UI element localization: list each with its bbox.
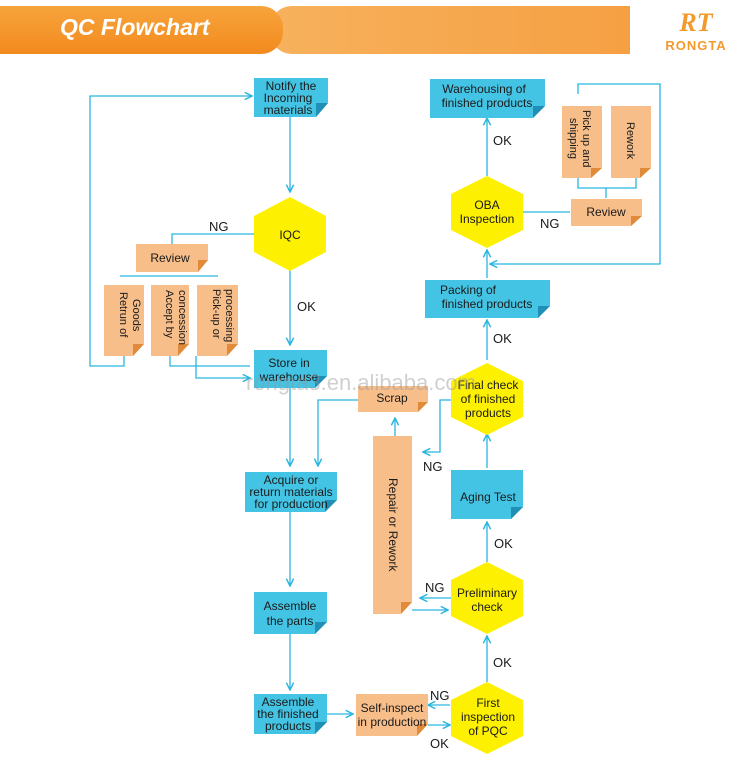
final-check-line-3: products xyxy=(465,406,511,420)
notify-line-2: Incoming xyxy=(264,91,313,105)
iqc-label: IQC xyxy=(279,228,301,242)
accept-line-2: concession xyxy=(176,290,188,345)
preliminary-ng-label: NG xyxy=(425,580,445,595)
store-line-1: Store in xyxy=(268,356,309,370)
edge-final-ng xyxy=(423,399,452,452)
edge-accept-store xyxy=(169,356,250,367)
scrap-label: Scrap xyxy=(376,391,408,405)
header-banner-extension xyxy=(270,6,630,54)
notify-line-3: materials xyxy=(264,103,313,117)
self-inspect-line-2: in production xyxy=(358,715,427,729)
node-return-goods: Retrun of Goods xyxy=(104,285,144,356)
warehousing-line-2: finished products xyxy=(442,96,533,110)
packing-line-1: Packing of xyxy=(440,283,497,297)
notify-line-1: Notify the xyxy=(266,79,317,93)
node-warehousing: Warehousing of finished products xyxy=(430,79,545,118)
edge-pickup-store xyxy=(195,356,250,378)
first-inspection-line-2: inspection xyxy=(461,710,515,724)
node-scrap: Scrap xyxy=(358,386,428,412)
node-oba: OBA Inspection xyxy=(451,176,523,248)
pickup-left-line-1: Pick-up or xyxy=(210,289,222,339)
node-packing: Packing of finished products xyxy=(425,280,550,318)
final-check-line-1: Final check xyxy=(458,378,520,392)
oba-ng-label: NG xyxy=(540,216,560,231)
node-rework: Rework xyxy=(611,106,651,178)
page-title: QC Flowchart xyxy=(60,14,210,40)
node-preliminary: Preliminary check xyxy=(451,562,523,634)
node-first-inspection: First inspection of PQC xyxy=(451,682,523,754)
acquire-line-2: return materials xyxy=(249,485,332,499)
edge-return-loop xyxy=(89,96,252,367)
assemble-finished-line-2: the finished xyxy=(257,707,318,721)
node-review-right: Review xyxy=(571,199,642,226)
final-check-line-2: of finished xyxy=(461,392,516,406)
first-inspection-line-1: First xyxy=(476,696,500,710)
header-banner xyxy=(0,6,283,54)
first-ng-label: NG xyxy=(430,688,450,703)
logo-mark: RT xyxy=(679,8,713,37)
packing-ok-label: OK xyxy=(493,331,512,346)
review-left-label: Review xyxy=(150,251,190,265)
warehousing-line-1: Warehousing of xyxy=(442,82,526,96)
node-iqc: IQC xyxy=(254,197,326,271)
assemble-parts-line-2: the parts xyxy=(267,614,314,628)
aging-label: Aging Test xyxy=(460,490,516,504)
node-notify: Notify the Incoming materials xyxy=(254,78,328,117)
edge-scrap-acquire xyxy=(318,399,358,466)
self-inspect-line-1: Self-inspect xyxy=(361,701,424,715)
preliminary-line-1: Preliminary xyxy=(457,586,517,600)
edge-top-loop xyxy=(490,83,661,264)
node-acquire: Acquire or return materials for producti… xyxy=(245,472,337,512)
edge-review-rework xyxy=(605,178,637,198)
repair-label: Repair or Rework xyxy=(386,478,400,572)
first-inspection-line-3: of PQC xyxy=(468,724,508,738)
node-accept: Accept by concession xyxy=(151,285,189,356)
review-right-label: Review xyxy=(586,205,626,219)
oba-ok-label: OK xyxy=(493,133,512,148)
logo-name: RONGTA xyxy=(665,38,727,53)
return-goods-line-1: Retrun of xyxy=(117,292,129,338)
assemble-parts-line-1: Assemble xyxy=(264,599,317,613)
node-self-inspect: Self-inspect in production xyxy=(356,694,428,736)
packing-line-2: finished products xyxy=(442,297,533,311)
pickup-left-line-2: processing xyxy=(223,289,235,342)
node-repair: Repair or Rework xyxy=(373,436,412,614)
oba-line-2: Inspection xyxy=(460,212,515,226)
preliminary-ok-label: OK xyxy=(494,536,513,551)
first-ok-up-label: OK xyxy=(493,655,512,670)
rongta-logo: RT RONGTA xyxy=(650,8,742,58)
final-ng-label: NG xyxy=(423,459,443,474)
store-line-2: warehouse xyxy=(259,370,319,384)
assemble-finished-line-1: Assemble xyxy=(262,695,315,709)
node-assemble-parts: Assemble the parts xyxy=(254,592,327,634)
return-goods-line-2: Goods xyxy=(130,299,142,332)
oba-line-1: OBA xyxy=(474,198,499,212)
edge-iqc-review xyxy=(171,233,254,244)
acquire-line-1: Acquire or xyxy=(264,473,319,487)
accept-line-1: Accept by xyxy=(163,290,175,339)
node-pickup-left: Pick-up or processing xyxy=(197,285,238,356)
node-pickup-right: Pick up and shipping xyxy=(562,106,602,178)
node-assemble-finished: Assemble the finished products xyxy=(254,694,327,734)
edge-review-pickup xyxy=(577,178,606,189)
node-aging: Aging Test xyxy=(451,470,523,519)
iqc-ng-label: NG xyxy=(209,219,229,234)
preliminary-line-2: check xyxy=(471,600,503,614)
pickup-right-line-1: Pick up and xyxy=(580,110,592,167)
assemble-finished-line-3: products xyxy=(265,719,311,733)
pickup-right-line-2: shipping xyxy=(567,118,579,159)
node-review-left: Review xyxy=(136,244,208,272)
first-ok-label: OK xyxy=(430,736,449,751)
iqc-ok-label: OK xyxy=(297,299,316,314)
rework-label: Rework xyxy=(624,122,636,160)
acquire-line-3: for production xyxy=(254,497,327,511)
node-store: Store in warehouse xyxy=(254,350,327,388)
node-final-check: Final check of finished products xyxy=(451,363,523,435)
